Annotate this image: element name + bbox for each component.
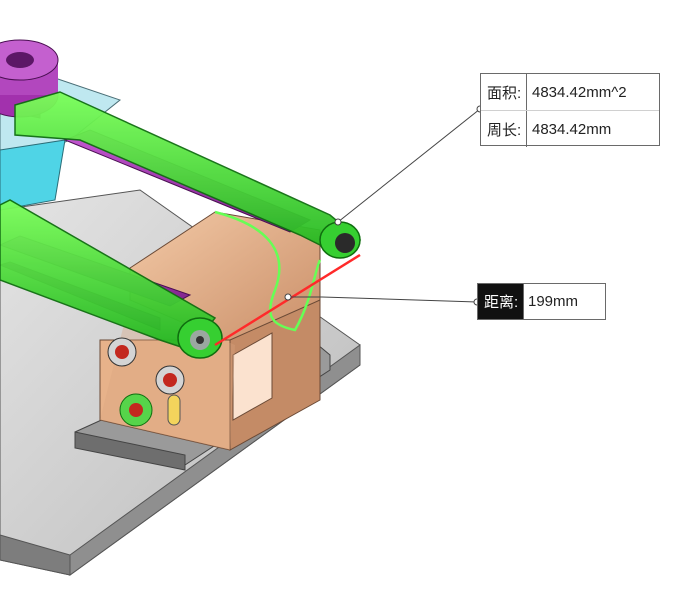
area-leader-anchor xyxy=(334,218,342,226)
distance-label: 距离: xyxy=(478,284,524,319)
area-value: 4834.42mm^2 xyxy=(532,83,627,101)
distance-leader-line xyxy=(288,296,478,303)
drive-gear xyxy=(0,39,59,118)
distance-value: 199mm xyxy=(528,293,579,310)
area-label: 面积: xyxy=(481,74,527,110)
perimeter-value: 4834.42mm xyxy=(532,120,612,138)
distance-leader-anchor xyxy=(284,293,292,301)
perimeter-label: 周长: xyxy=(481,111,527,147)
conveyor-belt-selected[interactable] xyxy=(0,91,362,359)
area-row: 面积: 4834.42mm^2 xyxy=(481,74,659,110)
idler-rollers xyxy=(107,337,185,427)
area-perimeter-callout[interactable]: 面积: 4834.42mm^2 周长: 4834.42mm xyxy=(480,73,660,147)
distance-callout[interactable]: 距离: 199mm xyxy=(477,283,606,320)
perimeter-row: 周长: 4834.42mm xyxy=(481,110,659,147)
area-leader-line xyxy=(337,108,481,223)
